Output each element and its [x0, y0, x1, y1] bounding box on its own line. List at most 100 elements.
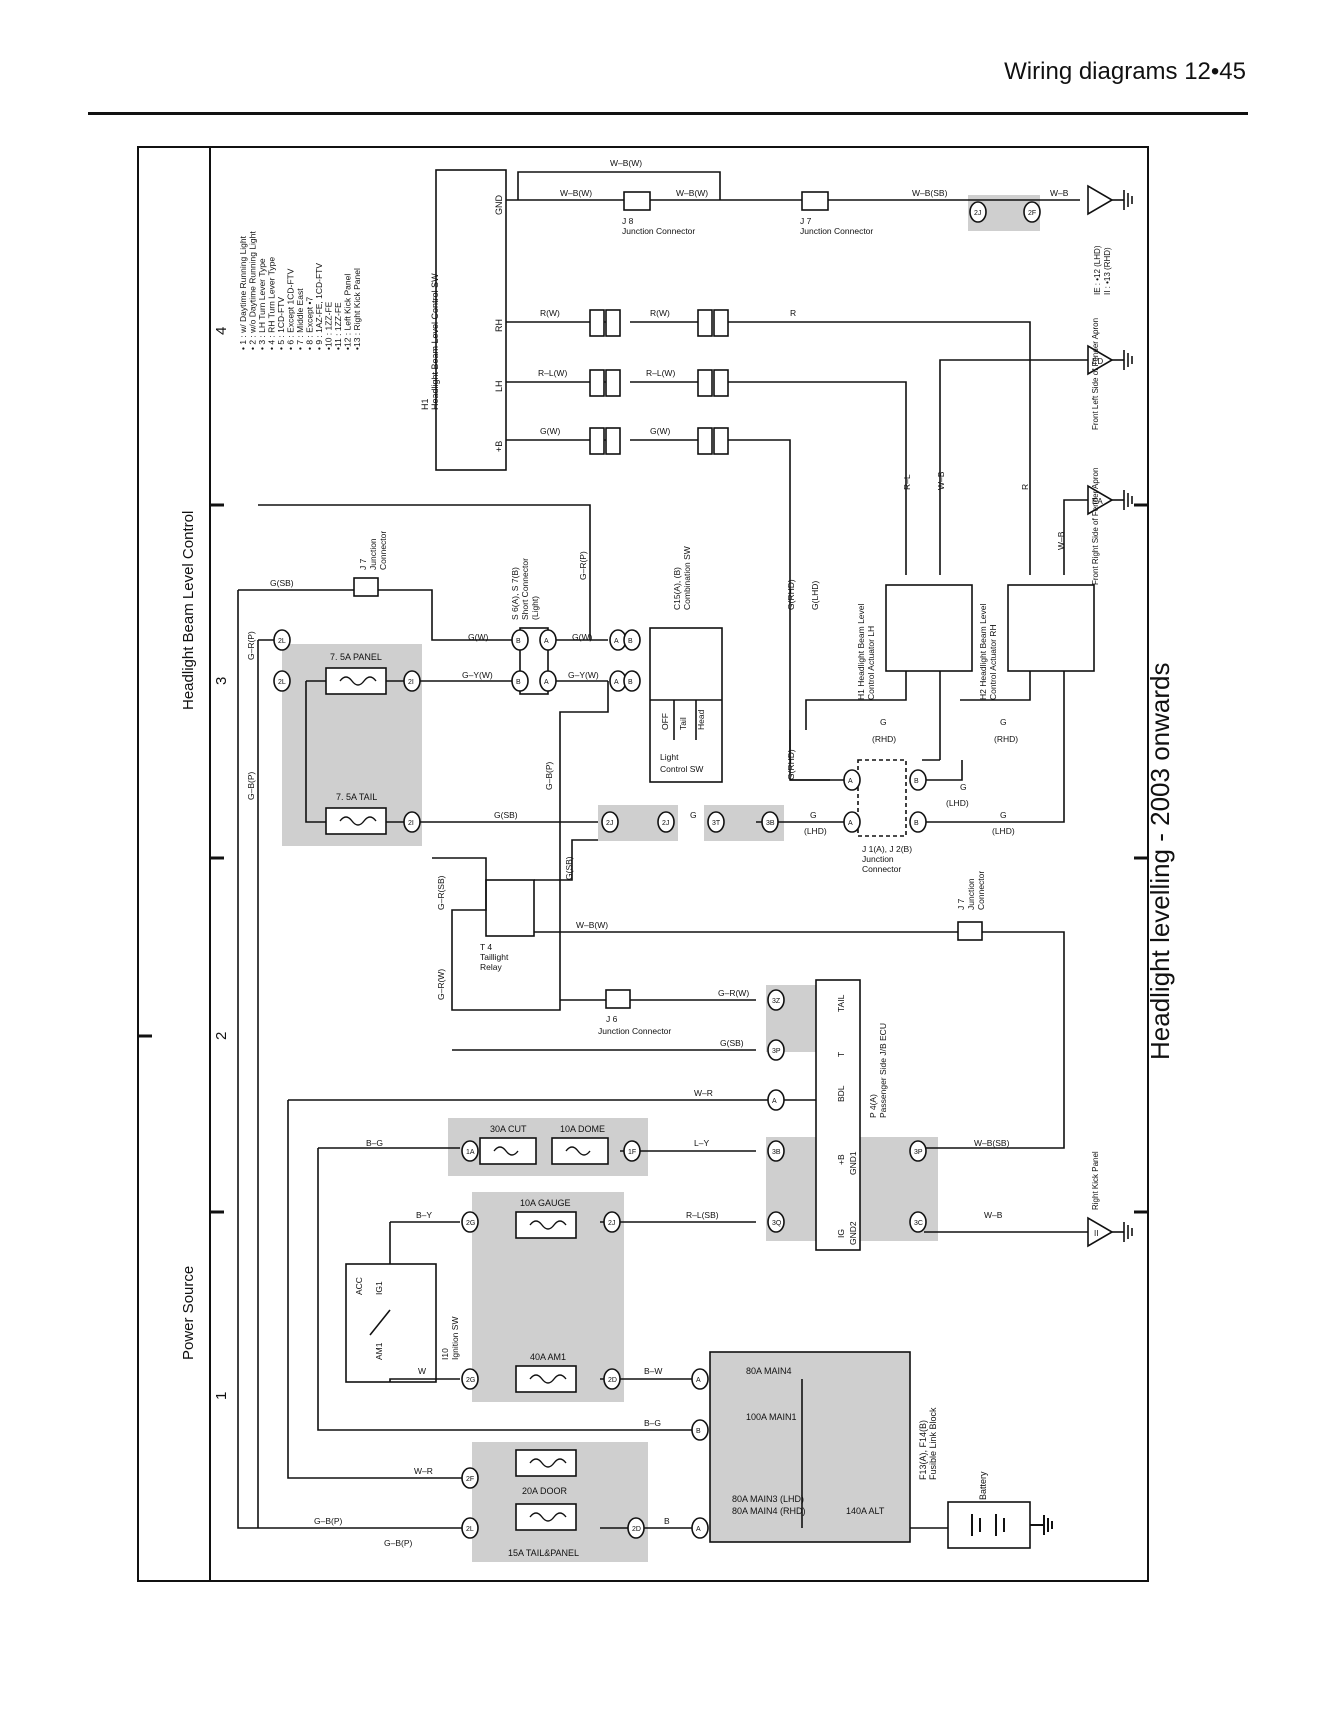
- h1-headlight-beam-level-control-sw: [435, 169, 507, 471]
- ignition-name: Ignition SW: [450, 1317, 460, 1360]
- wire-g-yw: G–Y(W): [462, 670, 493, 680]
- fuse-boxes: [325, 667, 609, 1531]
- light-pos-tail: Tail: [678, 717, 688, 730]
- wire-wb-sb-top: W–B(SB): [912, 188, 948, 198]
- wire-g-w2: G(W): [650, 426, 670, 436]
- ecu-pin-bdl: BDL: [836, 1085, 846, 1102]
- svg-text:2L: 2L: [466, 1526, 474, 1533]
- svg-text:2I: 2I: [408, 679, 414, 686]
- svg-text:B: B: [914, 820, 919, 827]
- ecu-pin-tail: TAIL: [836, 994, 846, 1012]
- connector-2i: 2I: [403, 811, 421, 833]
- svg-text:2F: 2F: [466, 1476, 474, 1483]
- svg-text:2L: 2L: [278, 638, 286, 645]
- svg-text:A: A: [848, 820, 853, 827]
- svg-text:A: A: [696, 1377, 701, 1384]
- svg-text:B: B: [516, 679, 521, 686]
- connector-2d: 2D: [627, 1517, 645, 1539]
- connector-2l: 2L: [461, 1517, 479, 1539]
- ignition-label: I10: [440, 1348, 450, 1360]
- fusible-main3-label: 80A MAIN3 (LHD): [732, 1494, 804, 1504]
- wire-r-actuator: R: [1020, 484, 1030, 490]
- connector-3p: 3P: [909, 1140, 927, 1162]
- combination-sw-name: Combination SW: [682, 546, 692, 610]
- wire-grp-v2: G–R(P): [578, 551, 588, 580]
- svg-text:B: B: [628, 679, 633, 686]
- wire-g-sb-top: G(SB): [270, 578, 294, 588]
- grid-number-4: 4: [213, 327, 230, 335]
- h1-sw-name: Headlight Beam Level Control SW: [430, 273, 440, 410]
- connector-b: B: [909, 769, 927, 791]
- junction-j7-right-box: [957, 921, 983, 941]
- svg-text:2G: 2G: [466, 1377, 475, 1384]
- connector-a: A: [767, 1089, 785, 1111]
- j7-mid-name2: Connector: [378, 531, 388, 570]
- section-label-headlight-control: Headlight Beam Level Control: [180, 511, 197, 710]
- fuse-panel-label: 7. 5A PANEL: [330, 652, 382, 662]
- connector-2j: 2J: [601, 811, 619, 833]
- svg-text:A: A: [544, 679, 549, 686]
- svg-text:1F: 1F: [628, 1149, 636, 1156]
- wire-rhd-2: (RHD): [994, 734, 1018, 744]
- fusible-link-block-label: F13(A), F14(B): [918, 1420, 928, 1480]
- wire-rhd-1: (RHD): [872, 734, 896, 744]
- wire-lhd: (LHD): [946, 798, 969, 808]
- wire-wb-actuator2: W–B: [1056, 531, 1066, 550]
- wire-wb-w-1: W–B(W): [560, 188, 592, 198]
- grid-number-2: 2: [213, 1032, 230, 1040]
- actuator-lh-box: [885, 584, 973, 672]
- ground-ea-code: EA: [1092, 497, 1103, 506]
- legend-item: •10 : 1ZZ-FE: [324, 301, 334, 350]
- wire-wr: W–R: [414, 1466, 433, 1476]
- shade-fusible: [709, 1351, 911, 1543]
- j7-top-name: Junction Connector: [800, 226, 873, 236]
- connector-1a: 1A: [461, 1140, 479, 1162]
- wire-ly: L–Y: [694, 1138, 709, 1148]
- actuator-lh-label2: Control Actuator LH: [866, 626, 876, 700]
- taillight-relay-name: Taillight: [480, 952, 509, 962]
- legend-item: • 8 : Except •7: [305, 297, 315, 350]
- junction-j7-top-box: [801, 191, 829, 211]
- connector-3p: 3P: [767, 1039, 785, 1061]
- fusible-main4b-label: 80A MAIN4 (RHD): [732, 1506, 806, 1516]
- ground-ed-code: ED: [1092, 357, 1103, 366]
- light-pos-head: Head: [696, 709, 706, 730]
- connector-3z: 3Z: [767, 989, 785, 1011]
- wire-bg2: B–G: [644, 1418, 661, 1428]
- ground-ie: [1087, 184, 1133, 216]
- wire-gbp-1: G–B(P): [314, 1516, 343, 1526]
- ecu-pin-ig: IG: [836, 1229, 846, 1238]
- fuse-am1-label: 40A AM1: [530, 1352, 566, 1362]
- svg-text:2L: 2L: [278, 679, 286, 686]
- pin-rh: RH: [494, 319, 504, 332]
- legend-item: • 3 : LH Turn Lever Type: [257, 258, 267, 350]
- legend-item: • 5 : 1CD-FTV: [276, 297, 286, 350]
- svg-text:A: A: [696, 1526, 701, 1533]
- j6-name: Junction Connector: [598, 1026, 671, 1036]
- svg-text:2D: 2D: [632, 1526, 641, 1533]
- wire-r-top: R: [790, 308, 796, 318]
- wire-grp-v: G–R(P): [246, 631, 256, 660]
- ignition-pin-acc: ACC: [354, 1277, 364, 1295]
- wire-rl-w: R–L(W): [538, 368, 567, 378]
- connector-2d: 2D: [603, 1368, 621, 1390]
- connector-a: A: [691, 1517, 709, 1539]
- connector-b: B: [623, 670, 641, 692]
- legend-item: •12 : Left Kick Panel: [343, 274, 353, 350]
- wire-g-w-sc: G(W): [468, 632, 488, 642]
- ecu-pin-plusb: +B: [836, 1154, 846, 1165]
- connector-b: B: [511, 629, 529, 651]
- wire-rl-actuator: R–L: [902, 474, 912, 490]
- j1-j2-name2: Connector: [862, 864, 901, 874]
- fuse-tail-panel: [515, 1503, 577, 1531]
- svg-text:2J: 2J: [608, 1220, 615, 1227]
- fuse-dome: [551, 1137, 609, 1165]
- fusible-main4-label: 80A MAIN4: [746, 1366, 792, 1376]
- ecu-pin-t: T: [836, 1052, 846, 1057]
- fuse-tail: [325, 807, 387, 835]
- wire-grw-v: G–R(W): [436, 969, 446, 1000]
- diagram-frame: [137, 146, 1149, 1582]
- connector-1f: 1F: [623, 1140, 641, 1162]
- ground-ed-label: Front Left Side of Fender Apron: [1091, 318, 1100, 430]
